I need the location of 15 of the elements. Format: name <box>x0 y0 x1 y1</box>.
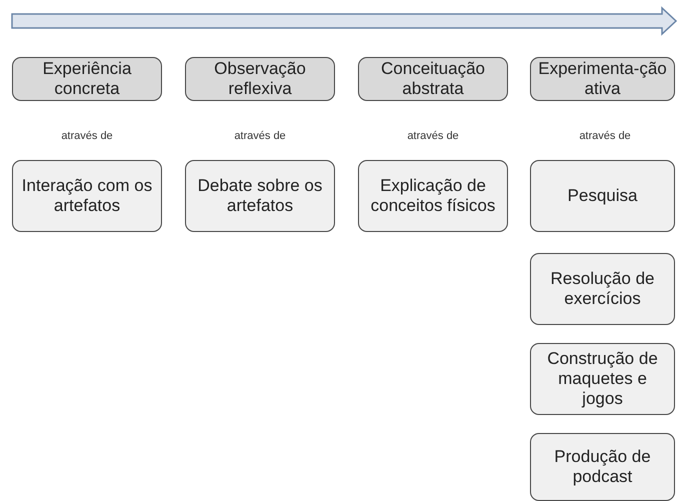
stage-box: Experimenta-ção ativa <box>530 57 675 101</box>
activity-box: Pesquisa <box>530 160 675 232</box>
activity-box: Debate sobre os artefatos <box>185 160 335 232</box>
activity-box: Interação com os artefatos <box>12 160 162 232</box>
activity-box: Explicação de conceitos físicos <box>358 160 508 232</box>
stage-box: Experiência concreta <box>12 57 162 101</box>
activity-box: Construção de maquetes e jogos <box>530 343 675 415</box>
connector-text: através de <box>406 130 460 142</box>
stage-box: Observação reflexiva <box>185 57 335 101</box>
activity-box: Produção de podcast <box>530 433 675 501</box>
connector-text: através de <box>578 130 632 142</box>
stage-box: Conceituação abstrata <box>358 57 508 101</box>
activity-box: Resolução de exercícios <box>530 253 675 325</box>
connector-text: através de <box>60 130 114 142</box>
connector-text: através de <box>233 130 287 142</box>
